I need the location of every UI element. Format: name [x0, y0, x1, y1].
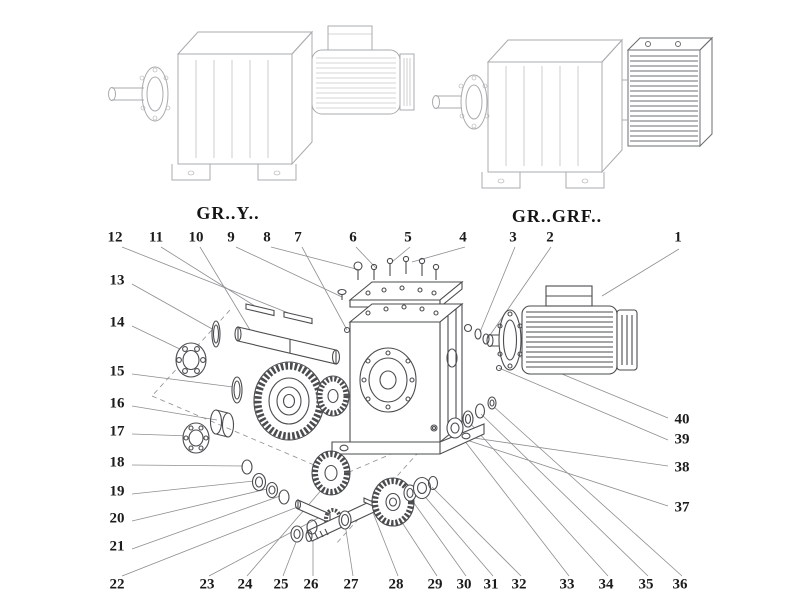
callout-14: 14 — [109, 314, 125, 331]
callout-15: 15 — [109, 363, 125, 380]
callout-38: 38 — [674, 459, 690, 476]
callout-23: 23 — [199, 576, 215, 593]
callout-27: 27 — [343, 576, 359, 593]
callout-1: 1 — [674, 229, 682, 246]
callout-36: 36 — [672, 576, 688, 593]
callout-32: 32 — [511, 576, 527, 593]
callout-7: 7 — [294, 229, 302, 246]
motor-fins-left — [316, 57, 396, 109]
callout-5: 5 — [404, 229, 412, 246]
callout-37: 37 — [674, 499, 690, 516]
assembled-view-gr-y — [108, 25, 415, 181]
callout-17: 17 — [109, 423, 125, 440]
exploded-lower-shaft — [290, 475, 439, 543]
callout-21: 21 — [109, 538, 125, 555]
callout-9: 9 — [227, 229, 235, 246]
callout-29: 29 — [427, 576, 443, 593]
callout-leader-lines — [121, 246, 683, 577]
callout-12: 12 — [107, 229, 123, 246]
callout-8: 8 — [263, 229, 271, 246]
callout-18: 18 — [109, 454, 125, 471]
callout-30: 30 — [456, 576, 472, 593]
callout-20: 20 — [109, 510, 125, 527]
callout-34: 34 — [598, 576, 614, 593]
exploded-motor — [463, 285, 638, 375]
callout-10: 10 — [188, 229, 204, 246]
callout-25: 25 — [273, 576, 289, 593]
callout-6: 6 — [349, 229, 357, 246]
callout-26: 26 — [303, 576, 319, 593]
callout-28: 28 — [388, 576, 404, 593]
variant-label-gr-y: GR..Y.. — [196, 203, 260, 223]
variant-label-gr-grf: GR..GRF.. — [511, 206, 603, 226]
callout-16: 16 — [109, 395, 125, 412]
exploded-output-shaft — [175, 303, 350, 454]
callout-11: 11 — [148, 229, 164, 246]
callout-22: 22 — [109, 576, 125, 593]
exploded-top-cover — [348, 280, 464, 309]
callout-31: 31 — [483, 576, 499, 593]
callout-24: 24 — [237, 576, 253, 593]
callout-40: 40 — [674, 411, 690, 428]
exploded-intermediate-parts — [241, 450, 351, 530]
assembled-view-gr-grf — [432, 36, 714, 189]
exploded-housing — [331, 302, 503, 455]
callout-2: 2 — [546, 229, 554, 246]
brake-motor-block — [622, 36, 714, 148]
callout-13: 13 — [109, 272, 125, 289]
callout-3: 3 — [509, 229, 517, 246]
exploded-view — [175, 255, 638, 543]
callout-19: 19 — [109, 483, 125, 500]
exploded-input-parts — [446, 396, 497, 439]
callout-33: 33 — [559, 576, 575, 593]
callout-39: 39 — [674, 431, 690, 448]
exploded-cover-bolts — [337, 255, 440, 300]
callout-4: 4 — [459, 229, 467, 246]
callout-35: 35 — [638, 576, 654, 593]
